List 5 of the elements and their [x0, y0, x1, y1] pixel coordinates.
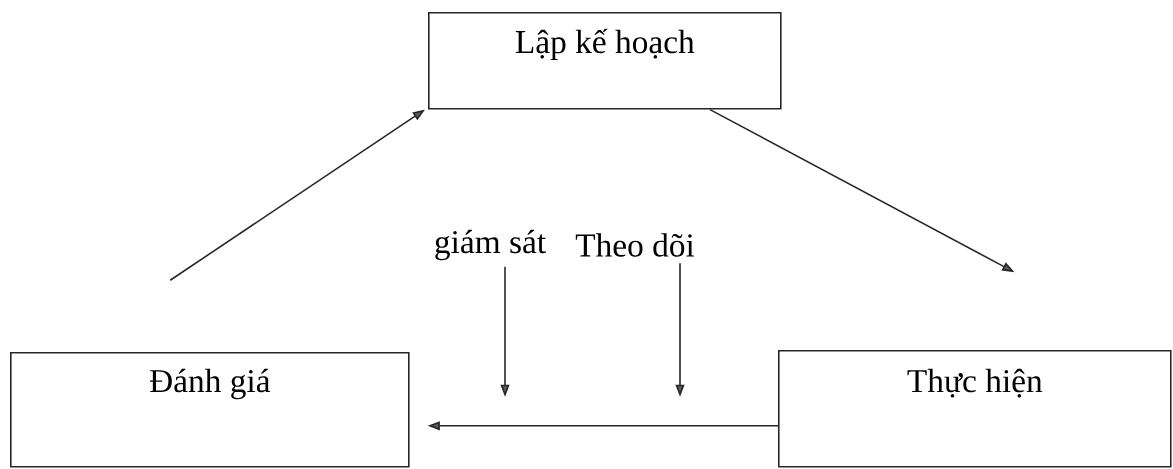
text-label: Theo dõi — [575, 233, 695, 257]
process-box: Đánh giá — [10, 352, 410, 468]
process-box: Lập kế hoạch — [428, 12, 782, 110]
process-box: Thực hiện — [778, 350, 1172, 468]
text-label: giám sát — [435, 229, 546, 261]
